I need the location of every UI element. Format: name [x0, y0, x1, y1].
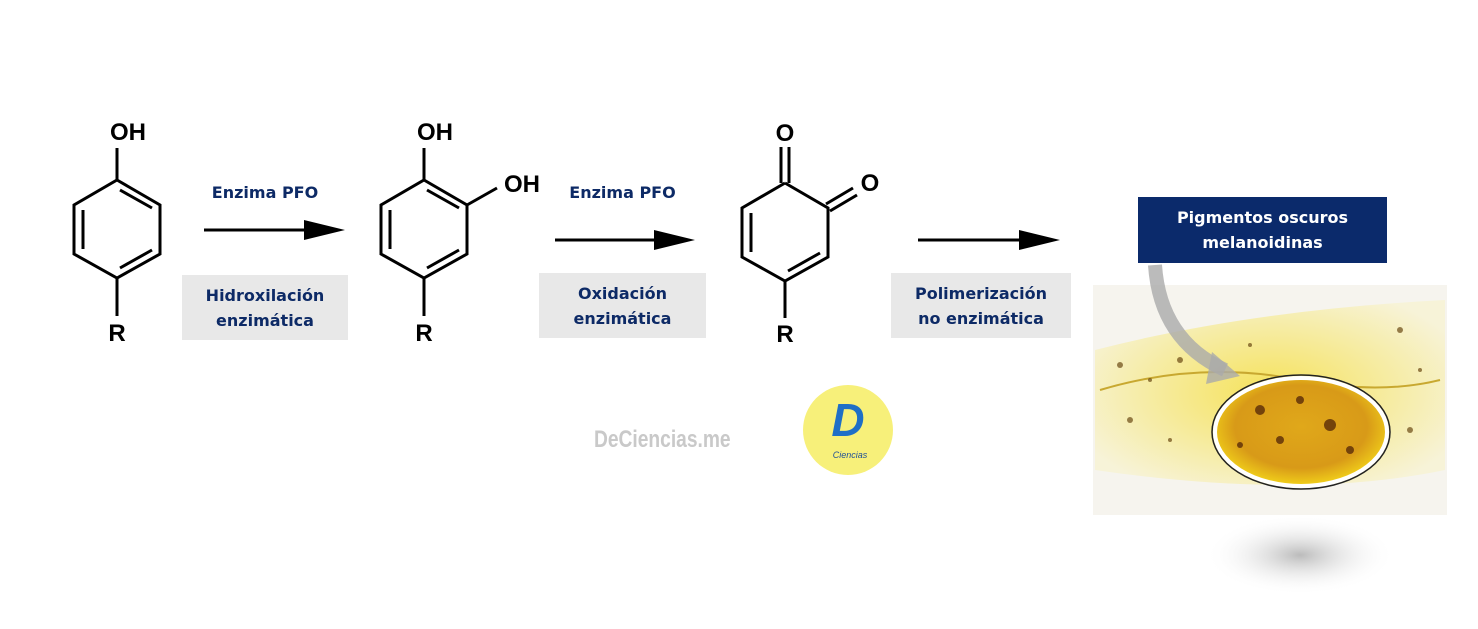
image-shadow [1205, 515, 1395, 595]
result-label: Pigmentos oscuros melanoidinas [1138, 197, 1387, 263]
step2-enzyme: Enzima PFO [569, 183, 676, 202]
step1-enzyme: Enzima PFO [211, 183, 319, 202]
banana-image [1093, 264, 1447, 515]
catechol-r: R [415, 320, 432, 347]
step3-label: Polimerización no enzimática [891, 273, 1071, 338]
step3-line2: no enzimática [918, 308, 1044, 328]
quinone-o2: O [861, 170, 880, 197]
catechol-oh1: OH [417, 119, 453, 146]
step1-line1: Hidroxilación [205, 285, 325, 305]
step1-label: Hidroxilación enzimática [182, 275, 348, 340]
logo: D Ciencias [803, 385, 893, 475]
result-line2: melanoidinas [1202, 233, 1323, 252]
quinone-o1: O [776, 120, 795, 147]
logo-sub: Ciencias [833, 450, 868, 460]
step3-line1: Polimerización [914, 283, 1048, 303]
result-line1: Pigmentos oscuros [1176, 208, 1349, 227]
catechol-oh2: OH [504, 171, 540, 198]
phenol-r: R [108, 320, 125, 347]
quinone-r: R [776, 321, 793, 348]
step1-line2: enzimática [216, 310, 314, 330]
quinone-structure [740, 147, 858, 318]
step2-line1: Oxidación [577, 283, 667, 303]
watermark: DeCiencias.me [594, 426, 731, 453]
zoom-circle [1213, 376, 1389, 488]
phenol-structure [72, 148, 162, 316]
logo-letter: D [831, 394, 864, 446]
phenol-oh: OH [110, 119, 146, 146]
catechol-structure [379, 148, 498, 316]
step2-label: Oxidación enzimática [539, 273, 706, 338]
reaction-arrows [204, 220, 1060, 250]
step2-line2: enzimática [573, 308, 672, 328]
